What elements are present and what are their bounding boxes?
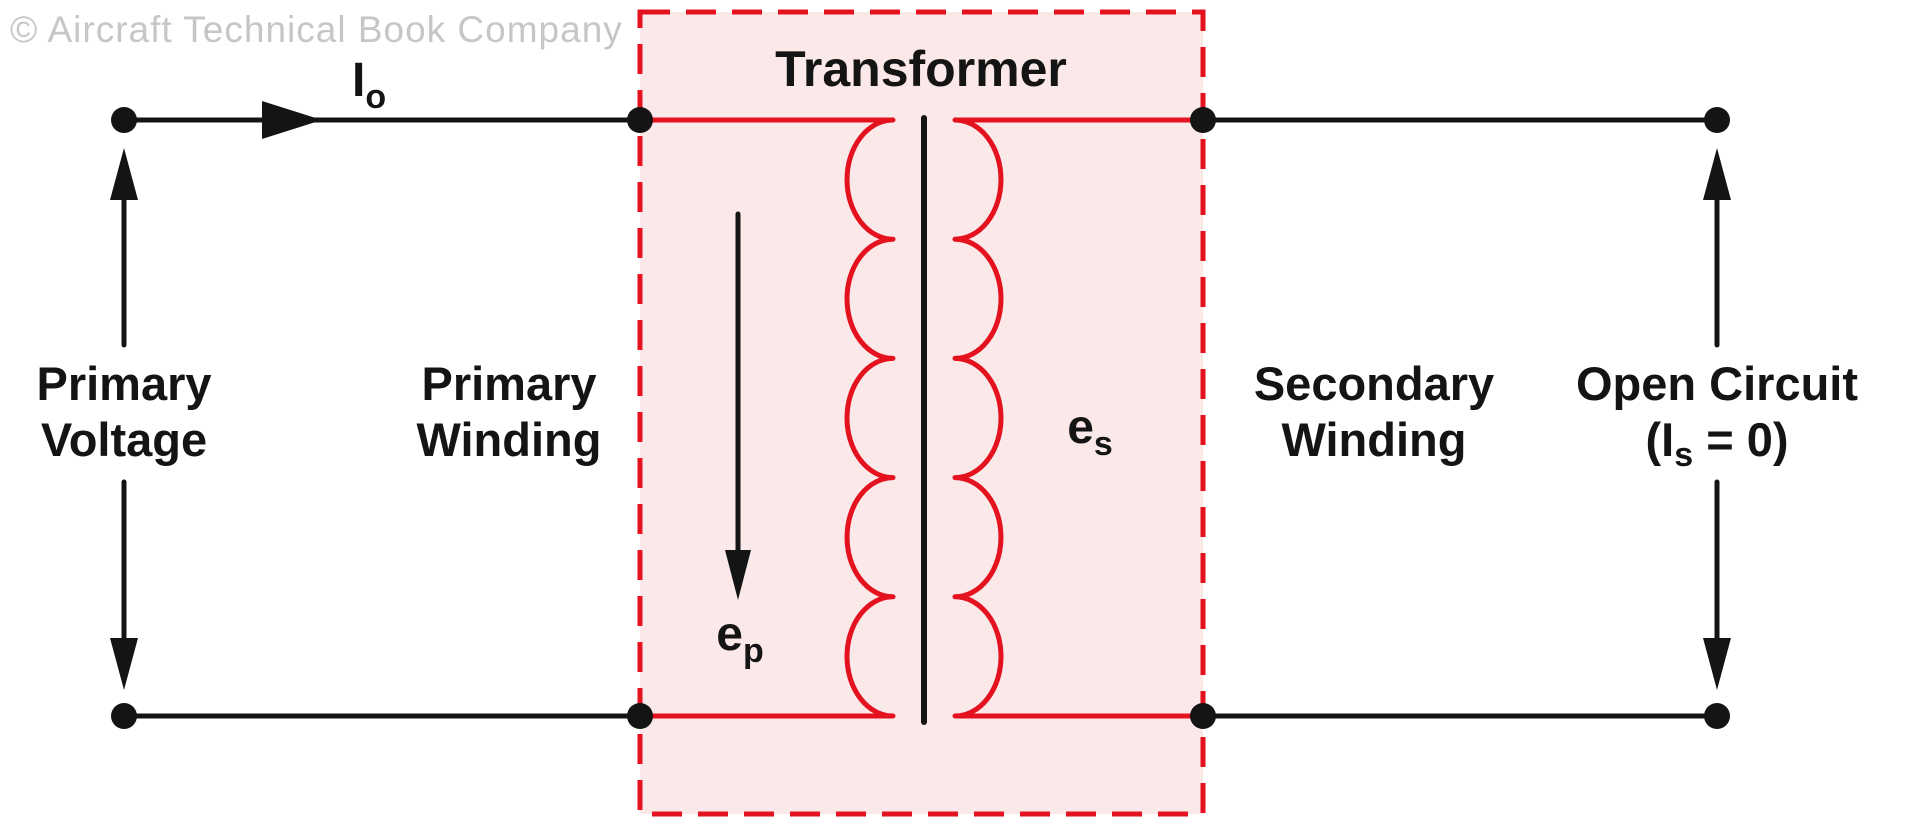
primary-voltage-label-line1: Primary: [36, 357, 211, 410]
node-top-right-terminal: [1704, 107, 1730, 133]
node-primary-top: [627, 107, 653, 133]
primary-winding-label-line2: Winding: [417, 413, 602, 466]
secondary-winding-label-line1: Secondary: [1254, 357, 1494, 410]
primary-winding-label-line1: Primary: [421, 357, 596, 410]
node-primary-bottom: [627, 703, 653, 729]
open-circuit-label-line1: Open Circuit: [1576, 357, 1858, 410]
node-secondary-bottom: [1190, 703, 1216, 729]
node-top-left-terminal: [111, 107, 137, 133]
node-secondary-top: [1190, 107, 1216, 133]
primary-emf-base: e: [716, 608, 743, 661]
primary-coil: [637, 117, 896, 719]
open-circuit-arrow-up-icon: [1703, 148, 1731, 200]
primary-emf-label: ep: [716, 608, 763, 670]
primary-emf-arrow-down-icon: [725, 550, 751, 600]
open-circuit-line2-pre: (I: [1646, 413, 1675, 466]
node-bottom-right-terminal: [1704, 703, 1730, 729]
open-circuit-label-line2: (Is = 0): [1646, 413, 1789, 474]
primary-voltage-arrow-up-icon: [110, 148, 138, 200]
primary-emf-subscript: p: [743, 632, 764, 670]
current-label-base: I: [352, 54, 365, 107]
current-label-subscript: o: [365, 78, 386, 116]
current-direction-arrow-icon: [262, 101, 322, 139]
secondary-emf-label: es: [1067, 401, 1113, 463]
secondary-emf-base: e: [1067, 401, 1094, 454]
transformer-title: Transformer: [775, 41, 1067, 97]
secondary-emf-subscript: s: [1094, 425, 1113, 463]
open-circuit-arrow-down-icon: [1703, 638, 1731, 690]
open-circuit-line2-post: = 0): [1693, 413, 1788, 466]
secondary-coil: [952, 117, 1206, 719]
copyright-watermark: © Aircraft Technical Book Company: [10, 9, 623, 50]
secondary-winding-label-line2: Winding: [1282, 413, 1467, 466]
no-load-current-label: Io: [352, 54, 386, 116]
node-bottom-left-terminal: [111, 703, 137, 729]
open-circuit-line2-subscript: s: [1674, 436, 1693, 474]
primary-voltage-arrow-down-icon: [110, 638, 138, 690]
primary-voltage-label-line2: Voltage: [41, 413, 207, 466]
